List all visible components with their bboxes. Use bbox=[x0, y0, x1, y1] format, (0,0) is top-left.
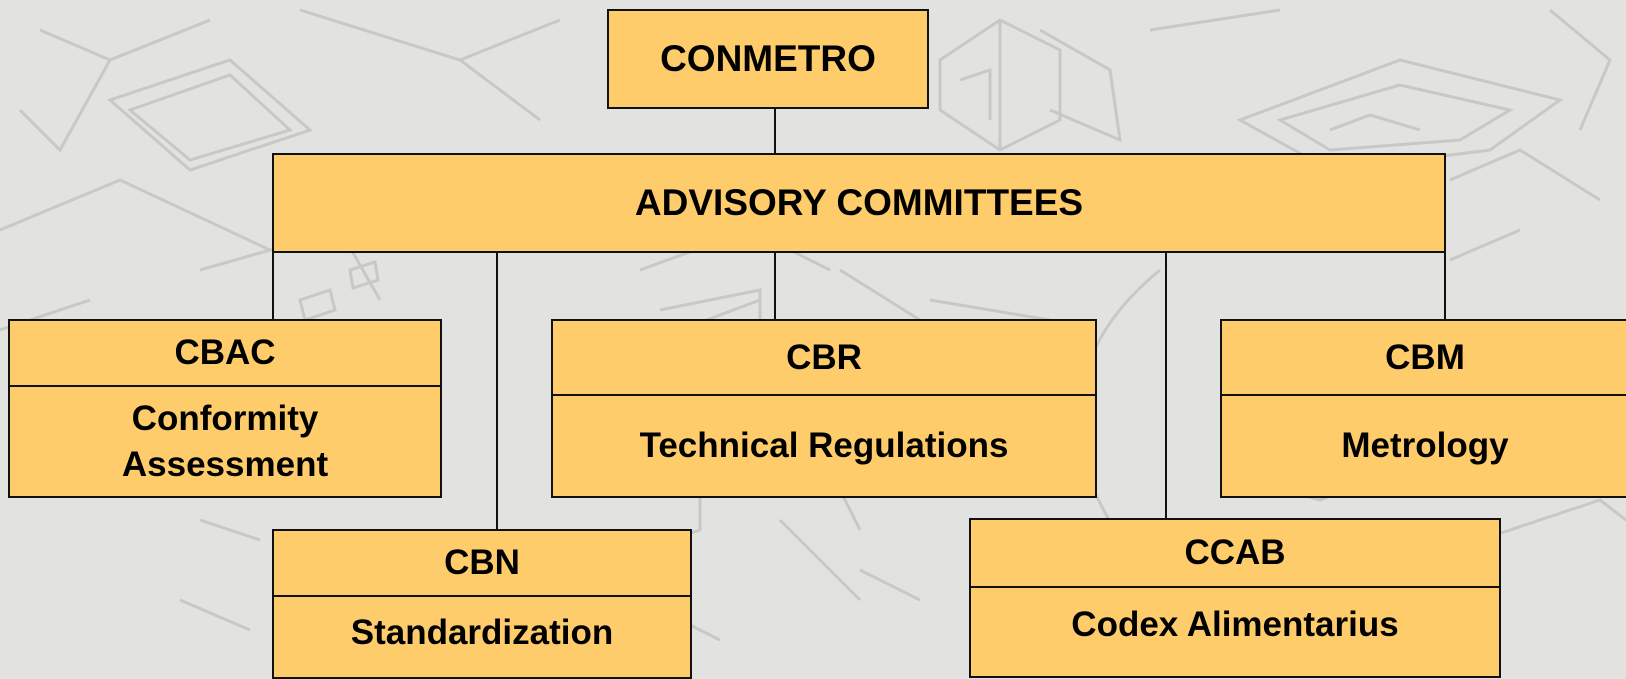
committee-name-cbr: Technical Regulations bbox=[639, 426, 1009, 466]
committee-name-ccab: Codex Alimentarius bbox=[1071, 605, 1399, 645]
committee-box-ccab: CCAB Codex Alimentarius bbox=[969, 518, 1501, 678]
advisory-committees-label: ADVISORY COMMITTEES bbox=[634, 182, 1084, 223]
committee-name-cbm: Metrology bbox=[1341, 426, 1509, 466]
committee-box-cbm: CBM Metrology bbox=[1220, 319, 1626, 498]
advisory-committees-box: ADVISORY COMMITTEES bbox=[272, 153, 1446, 253]
committee-code-cbn: CBN bbox=[274, 531, 690, 597]
committee-code-ccab: CCAB bbox=[971, 520, 1499, 588]
committee-name-cbac: Conformity Assessment bbox=[121, 399, 329, 484]
committee-box-cbn: CBN Standardization bbox=[272, 529, 692, 679]
committee-code-cbm: CBM bbox=[1222, 321, 1626, 396]
committee-box-cbac: CBAC Conformity Assessment bbox=[8, 319, 442, 498]
conmetro-label: CONMETRO bbox=[660, 38, 876, 79]
conmetro-box: CONMETRO bbox=[607, 9, 929, 109]
committee-code-cbr: CBR bbox=[553, 321, 1095, 396]
committee-code-cbac: CBAC bbox=[10, 321, 440, 387]
committee-name-cbn: Standardization bbox=[350, 613, 614, 653]
committee-box-cbr: CBR Technical Regulations bbox=[551, 319, 1097, 498]
